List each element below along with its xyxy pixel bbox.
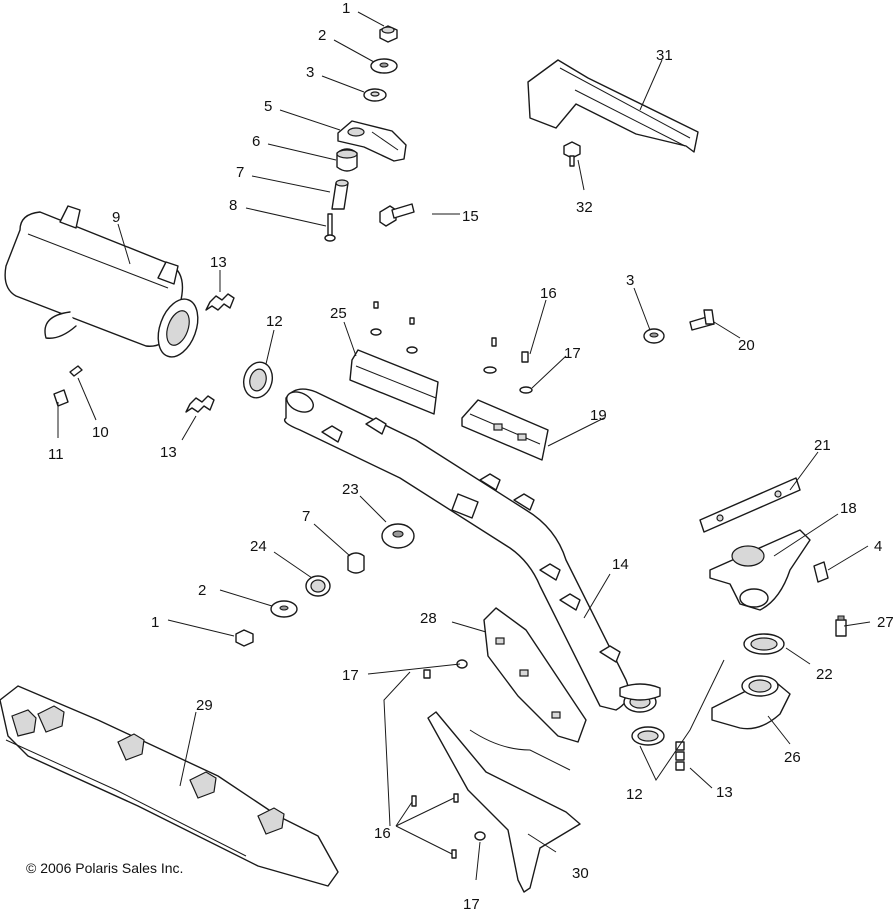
callout-14: 14: [612, 556, 629, 573]
spacer-part-7: [331, 179, 349, 210]
callout-17-bottom: 17: [463, 896, 480, 911]
callout-9: 9: [112, 209, 120, 226]
callout-1-lower: 1: [151, 614, 159, 631]
washer-part-3-right: [643, 328, 665, 344]
callout-20: 20: [738, 337, 755, 354]
copyright-notice: © 2006 Polaris Sales Inc.: [26, 860, 183, 876]
bolt-part-32: [563, 141, 581, 167]
callout-2-lower: 2: [198, 582, 206, 599]
washer-part-2: [370, 58, 398, 74]
fastener-part-17-lower: [423, 659, 468, 679]
callout-21: 21: [814, 437, 831, 454]
clip-part-11: [53, 389, 69, 407]
sensor-part-27: [835, 615, 847, 637]
callout-26: 26: [784, 749, 801, 766]
callout-10: 10: [92, 424, 109, 441]
heat-shield-part-29: [0, 685, 339, 887]
callout-17-mid: 17: [342, 667, 359, 684]
callout-16-upper: 16: [540, 285, 557, 302]
lock-washer-part-3: [363, 88, 387, 102]
nut-part-1: [379, 25, 398, 43]
manifold-part-18: [709, 529, 811, 611]
callout-3-top: 3: [306, 64, 314, 81]
callout-24: 24: [250, 538, 267, 555]
callout-19: 19: [590, 407, 607, 424]
bolt-part-20: [689, 309, 715, 331]
callout-30: 30: [572, 865, 589, 882]
callout-13-left: 13: [160, 444, 177, 461]
callout-12-lower: 12: [626, 786, 643, 803]
heat-shield-part-30: [411, 711, 581, 893]
bolt-part-8: [324, 213, 336, 242]
spring-part-13-lower: [675, 741, 685, 771]
muffler-part-9: [4, 205, 199, 358]
callout-16-lower: 16: [374, 825, 391, 842]
gasket-part-22: [743, 633, 785, 655]
callout-28: 28: [420, 610, 437, 627]
callout-7-lower: 7: [302, 508, 310, 525]
washer-part-2-lower: [270, 600, 298, 618]
callout-1-top: 1: [342, 0, 350, 17]
callout-23: 23: [342, 481, 359, 498]
callout-3-right: 3: [626, 272, 634, 289]
callout-13-lower: 13: [716, 784, 733, 801]
pin-part-10: [69, 365, 83, 377]
flange-part-26: [711, 675, 791, 730]
callout-15: 15: [462, 208, 479, 225]
spring-part-13-upper: [205, 293, 235, 311]
callout-18: 18: [840, 500, 857, 517]
heat-shield-part-28: [483, 607, 587, 743]
callout-11: 11: [48, 446, 64, 463]
gasket-part-24: [305, 575, 331, 597]
heat-shield-part-19: [461, 399, 549, 461]
leader-lines: [57, 11, 871, 881]
callout-4: 4: [874, 538, 882, 555]
spring-part-13-left: [185, 395, 215, 413]
heat-shield-part-31: [527, 59, 699, 153]
callout-25: 25: [330, 305, 347, 322]
callout-5: 5: [264, 98, 272, 115]
callout-2-top: 2: [318, 27, 326, 44]
heat-shield-part-25: [349, 301, 439, 415]
callout-32: 32: [576, 199, 593, 216]
gasket-part-12-lower: [631, 726, 665, 746]
spacer-part-23: [381, 523, 415, 549]
callout-7-top: 7: [236, 164, 244, 181]
callout-6: 6: [252, 133, 260, 150]
callout-12-upper: 12: [266, 313, 283, 330]
gasket-part-21: [699, 477, 801, 533]
callout-22: 22: [816, 666, 833, 683]
callout-31: 31: [656, 47, 673, 64]
callout-labels: 1 2 3 5 6 7 8 15 31 32 9 13 12 25 16 3 2…: [48, 0, 894, 911]
spacer-part-7-lower: [347, 552, 365, 574]
grommet-part-6: [336, 148, 358, 172]
stud-part-4: [813, 561, 829, 583]
callout-27: 27: [877, 614, 894, 631]
callout-29: 29: [196, 697, 213, 714]
callout-8: 8: [229, 197, 237, 214]
callout-13-upper: 13: [210, 254, 227, 271]
bracket-part-5: [337, 120, 407, 162]
callout-17-upper: 17: [564, 345, 581, 362]
fastener-part-16-upper: [491, 337, 529, 363]
nut-part-1-lower: [235, 629, 254, 647]
head-pipe-part-14: [283, 388, 661, 713]
bolt-part-15: [379, 203, 415, 227]
gasket-part-12-upper: [242, 361, 274, 399]
washer-part-17-upper: [483, 366, 533, 394]
